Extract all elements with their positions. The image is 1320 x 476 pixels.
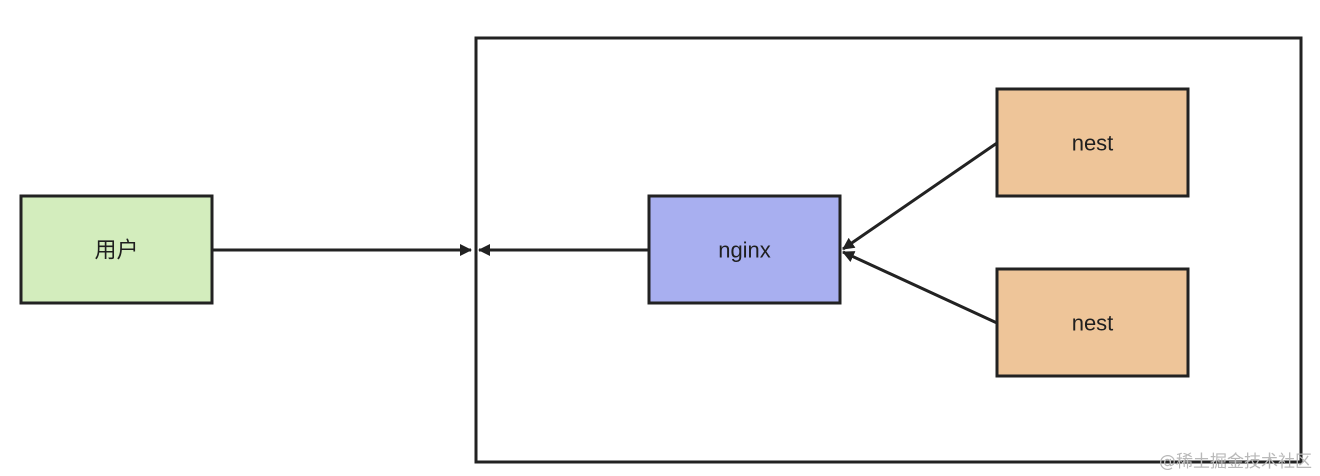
node-nest-top-box [995, 87, 1190, 198]
node-nest-bottom-box [995, 267, 1190, 378]
node-nest-top-label: nest [1072, 131, 1114, 156]
edge-nest-top-to-nginx [842, 141, 998, 251]
edge-nest-bottom-to-nginx [842, 250, 998, 325]
watermark-text: @稀土掘金技术社区 [1159, 452, 1312, 472]
node-nginx-label: nginx [718, 238, 771, 263]
node-user-box [19, 194, 214, 305]
node-nginx: nginx [647, 194, 842, 305]
node-nest-top: nest [995, 87, 1190, 198]
node-nginx-box [647, 194, 842, 305]
node-user: 用户 [19, 194, 214, 305]
node-nest-bottom: nest [995, 267, 1190, 378]
node-user-label: 用户 [94, 238, 138, 263]
node-nest-bottom-label: nest [1072, 311, 1114, 336]
server-container [474, 36, 1303, 464]
